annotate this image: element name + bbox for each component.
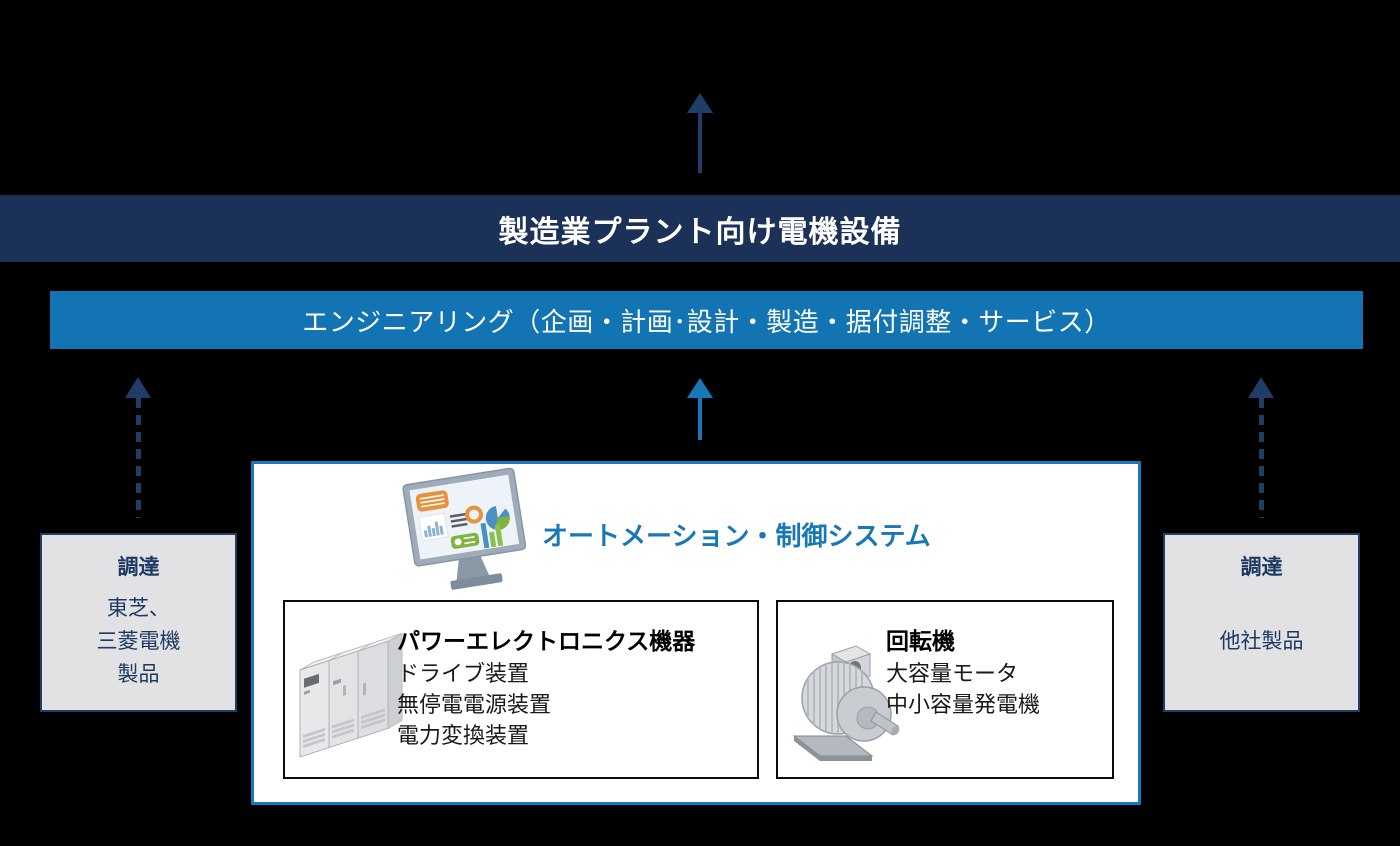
arrow-line — [135, 398, 141, 518]
arrow-head — [687, 378, 713, 398]
dashed-up-arrow-icon-left — [125, 377, 151, 518]
arrow-head — [687, 93, 713, 113]
procurement-right-lines: 他社製品 — [1220, 581, 1304, 710]
rotating-machine-box: 回転機 大容量モータ 中小容量発電機 — [776, 600, 1114, 779]
control-cabinet-icon — [299, 632, 403, 758]
up-arrow-icon-system — [687, 378, 713, 440]
power-electronics-box: パワーエレクトロニクス機器 ドライブ装置 無停電電源装置 電力変換装置 — [283, 600, 759, 779]
procurement-left-line: 東芝、 — [107, 597, 170, 620]
procurement-right-title: 調達 — [1240, 556, 1283, 579]
arrow-line — [698, 113, 702, 173]
power-electronics-item: 無停電電源装置 — [397, 692, 552, 717]
procurement-left-line: 製品 — [117, 663, 160, 686]
rotating-machine-item: 中小容量発電機 — [886, 692, 1041, 717]
power-electronics-item: ドライブ装置 — [397, 661, 530, 686]
procurement-left-title: 調達 — [117, 556, 160, 579]
product-banner-label: 製造業プラント向け電機設備 — [498, 215, 902, 249]
arrow-head — [1248, 377, 1274, 398]
rotating-machine-item: 大容量モータ — [886, 661, 1019, 686]
procurement-right-box: 調達 他社製品 — [1163, 533, 1360, 712]
arrow-line — [698, 398, 702, 440]
procurement-right-line: 他社製品 — [1219, 630, 1304, 653]
rotating-machine-items: 大容量モータ 中小容量発電機 — [886, 658, 1040, 720]
power-electronics-title: パワーエレクトロニクス機器 — [397, 628, 696, 654]
motor-icon — [792, 645, 900, 761]
arrow-head — [125, 377, 151, 398]
power-electronics-item: 電力変換装置 — [397, 723, 530, 748]
automation-system-box: オートメーション・制御システム — [251, 461, 1141, 805]
arrow-line — [1258, 398, 1264, 518]
power-electronics-items: ドライブ装置 無停電電源装置 電力変換装置 — [397, 658, 551, 751]
automation-system-title: オートメーション・制御システム — [542, 521, 931, 551]
dashed-up-arrow-icon-right — [1248, 377, 1274, 518]
engineering-banner: エンジニアリング（企画・計画･設計・製造・据付調整・サービス） — [50, 291, 1363, 349]
product-banner: 製造業プラント向け電機設備 — [0, 195, 1400, 262]
engineering-banner-label: エンジニアリング（企画・計画･設計・製造・据付調整・サービス） — [302, 306, 1111, 337]
rotating-machine-title: 回転機 — [886, 628, 955, 654]
procurement-left-box: 調達 東芝、 三菱電機 製品 — [40, 533, 237, 712]
up-arrow-icon-output — [687, 93, 713, 173]
procurement-left-lines: 東芝、 三菱電機 製品 — [97, 581, 181, 710]
procurement-left-line: 三菱電機 — [96, 630, 181, 653]
monitor-dashboard-icon — [402, 467, 527, 590]
